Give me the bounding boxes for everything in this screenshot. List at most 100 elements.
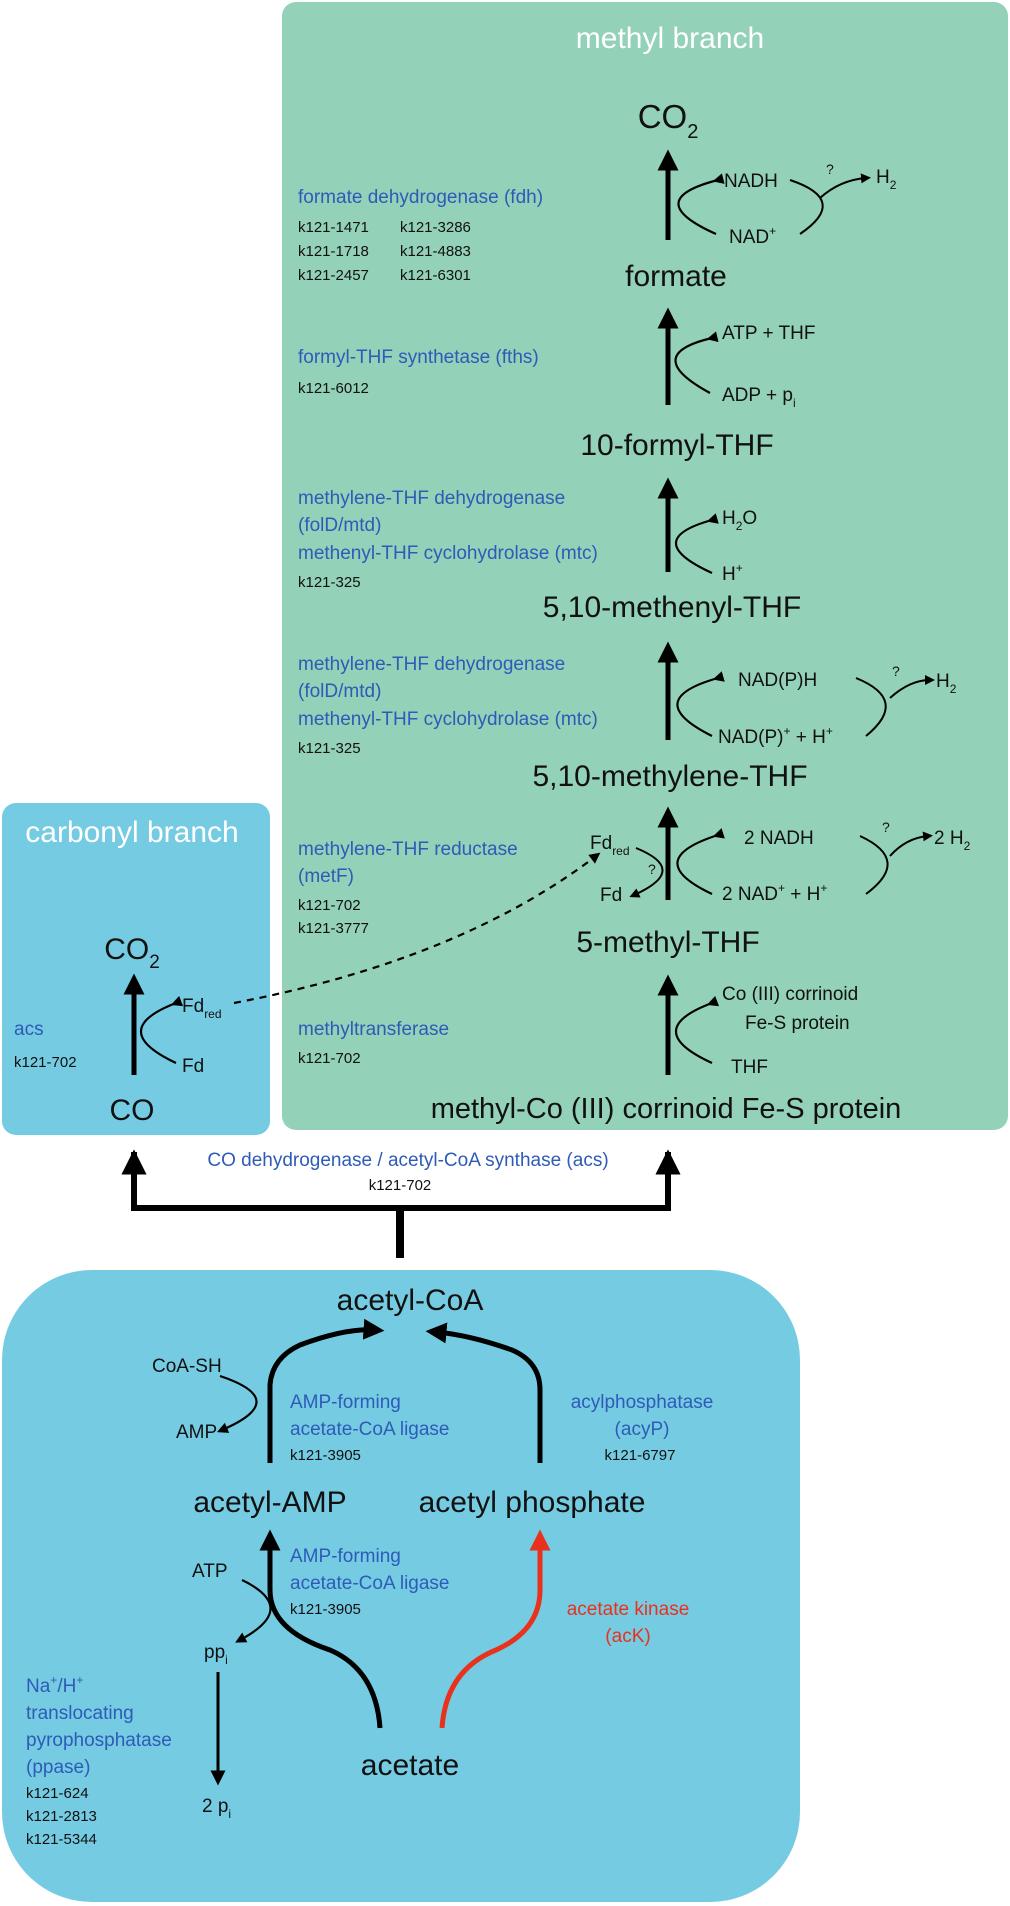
metf-nadh: 2 NADH bbox=[744, 828, 814, 849]
carbonyl-fd: Fd bbox=[182, 1056, 204, 1077]
acetyl-panel bbox=[2, 1270, 800, 1902]
metf-enzyme-line1: methylene-THF reductase bbox=[298, 839, 518, 860]
fdh-nad: NAD+ bbox=[729, 224, 776, 248]
metf-side-arc bbox=[676, 828, 725, 895]
amp-ligase-top-line1: AMP-forming bbox=[290, 1392, 401, 1413]
carbonyl-acs-gene: k121-702 bbox=[14, 1054, 77, 1071]
fdh-gene-6: k121-6301 bbox=[400, 267, 471, 284]
mt-gene: k121-702 bbox=[298, 1050, 361, 1067]
carbonyl-side-arc bbox=[139, 995, 184, 1064]
fdh-h2: H2 bbox=[876, 167, 897, 192]
formyl-thf-label: 10-formyl-THF bbox=[580, 429, 773, 462]
amp-ligase-bottom-line2: acetate-CoA ligase bbox=[290, 1573, 450, 1594]
ack-line1: acetate kinase bbox=[567, 1599, 690, 1620]
methylene-thf-label: 5,10-methylene-THF bbox=[532, 760, 807, 793]
metf-enzyme-line2: (metF) bbox=[298, 866, 354, 887]
coa-side-arc bbox=[216, 1374, 258, 1433]
fdred-transfer-dashed bbox=[233, 852, 601, 1005]
ppi-label: ppi bbox=[204, 1642, 228, 1667]
fdh-enzyme: formate dehydrogenase (fdh) bbox=[298, 187, 543, 208]
fdh-h2-arrow bbox=[819, 173, 871, 199]
methyl-co2-label: CO2 bbox=[638, 98, 699, 143]
fths-bottom: ADP + pi bbox=[722, 385, 796, 410]
carbonyl-co2-label: CO2 bbox=[104, 933, 160, 973]
metf-fd: Fd bbox=[600, 885, 622, 906]
mtd2-h2-arrow bbox=[889, 675, 935, 699]
metf-gene-2: k121-3777 bbox=[298, 920, 369, 937]
ppase-gene-3: k121-5344 bbox=[26, 1831, 97, 1848]
amp-ligase-top-line2: acetate-CoA ligase bbox=[290, 1419, 450, 1440]
methyl-branch-title: methyl branch bbox=[576, 22, 764, 55]
mtd2-gene: k121-325 bbox=[298, 740, 361, 757]
mtd2-h2-arc bbox=[855, 677, 887, 737]
mt-thf: THF bbox=[731, 1057, 768, 1078]
ppase-line1: Na+/H+ bbox=[26, 1673, 83, 1697]
fdh-question: ? bbox=[826, 161, 834, 177]
carbonyl-branch-panel bbox=[2, 803, 270, 1135]
acs-main-gene: k121-702 bbox=[369, 1177, 432, 1194]
ppase-line3: pyrophosphatase bbox=[26, 1730, 172, 1751]
metf-h2-arrow bbox=[889, 831, 933, 857]
coa-sh-label: CoA-SH bbox=[152, 1356, 222, 1377]
methyl-co-label: methyl-Co (III) corrinoid Fe-S protein bbox=[431, 1093, 902, 1125]
fdh-gene-1: k121-1471 bbox=[298, 219, 369, 236]
fdh-gene-4: k121-4883 bbox=[400, 243, 471, 260]
carbonyl-branch-title: carbonyl branch bbox=[25, 816, 238, 849]
fdh-side-arc bbox=[677, 173, 725, 236]
fths-side-arc bbox=[674, 331, 719, 394]
mtd2-nadph: NAD(P)H bbox=[738, 670, 817, 691]
metf-h2: 2 H2 bbox=[934, 828, 971, 853]
mt-co-line2: Fe-S protein bbox=[745, 1013, 850, 1034]
carbonyl-acs-enzyme: acs bbox=[14, 1019, 44, 1040]
mtd1-h: H+ bbox=[722, 561, 743, 585]
mtd1-gene: k121-325 bbox=[298, 574, 361, 591]
arrow-acetate-acetylamp bbox=[259, 1529, 383, 1729]
formate-label: formate bbox=[625, 260, 727, 293]
acetate-label: acetate bbox=[361, 1749, 459, 1782]
fdh-gene-5: k121-2457 bbox=[298, 267, 369, 284]
mtd1-enzyme-line2: (folD/mtd) bbox=[298, 515, 381, 536]
acetyl-phosphate-label: acetyl phosphate bbox=[419, 1486, 646, 1519]
ppase-line2: translocating bbox=[26, 1703, 134, 1724]
mtd2-question: ? bbox=[892, 663, 900, 679]
fths-top: ATP + THF bbox=[722, 323, 815, 344]
mtd1-enzyme-line3: methenyl-THF cyclohydrolase (mtc) bbox=[298, 543, 598, 564]
mtd1-h2o: H2O bbox=[722, 508, 757, 533]
mtd2-nadp: NAD(P)+ + H+ bbox=[718, 724, 833, 748]
fdh-h2-arc bbox=[789, 179, 824, 235]
fdh-nadh: NADH bbox=[724, 171, 778, 192]
atp-label: ATP bbox=[192, 1561, 228, 1582]
amp-label: AMP bbox=[176, 1422, 217, 1443]
mtd1-enzyme-line1: methylene-THF dehydrogenase bbox=[298, 488, 565, 509]
metf-fd-arc bbox=[629, 847, 664, 898]
acetyl-amp-label: acetyl-AMP bbox=[193, 1486, 346, 1519]
amp-ligase-bottom-gene: k121-3905 bbox=[290, 1601, 361, 1618]
fdh-gene-2: k121-3286 bbox=[400, 219, 471, 236]
metf-h2-arc bbox=[859, 835, 889, 895]
acetyl-coa-label: acetyl-CoA bbox=[337, 1284, 484, 1317]
mtd2-enzyme-line2: (folD/mtd) bbox=[298, 681, 381, 702]
arrow-acetate-acetylphosphate bbox=[439, 1529, 551, 1729]
mtd2-side-arc bbox=[676, 671, 725, 737]
mt-co-line1: Co (III) corrinoid bbox=[722, 984, 858, 1005]
fths-gene: k121-6012 bbox=[298, 380, 369, 397]
methenyl-thf-label: 5,10-methenyl-THF bbox=[543, 591, 801, 624]
fdh-gene-3: k121-1718 bbox=[298, 243, 369, 260]
mtd1-side-arc bbox=[675, 513, 719, 574]
mtd2-enzyme-line1: methylene-THF dehydrogenase bbox=[298, 654, 565, 675]
acyp-gene: k121-6797 bbox=[605, 1447, 676, 1464]
mt-side-arc bbox=[674, 995, 720, 1064]
mtd2-enzyme-line3: methenyl-THF cyclohydrolase (mtc) bbox=[298, 709, 598, 730]
mtd2-h2: H2 bbox=[936, 671, 957, 696]
amp-ligase-bottom-line1: AMP-forming bbox=[290, 1546, 401, 1567]
metf-fdred: Fdred bbox=[590, 833, 630, 858]
carbonyl-co-label: CO bbox=[110, 1094, 155, 1127]
methyl-thf-label: 5-methyl-THF bbox=[576, 926, 759, 959]
acs-main-enzyme: CO dehydrogenase / acetyl-CoA synthase (… bbox=[207, 1150, 608, 1171]
methyl-branch-panel bbox=[282, 2, 1008, 1130]
ppase-gene-1: k121-624 bbox=[26, 1785, 89, 1802]
acyp-line2: (acyP) bbox=[615, 1419, 670, 1440]
metf-nad: 2 NAD+ + H+ bbox=[722, 881, 827, 905]
mt-enzyme: methyltransferase bbox=[298, 1019, 449, 1040]
